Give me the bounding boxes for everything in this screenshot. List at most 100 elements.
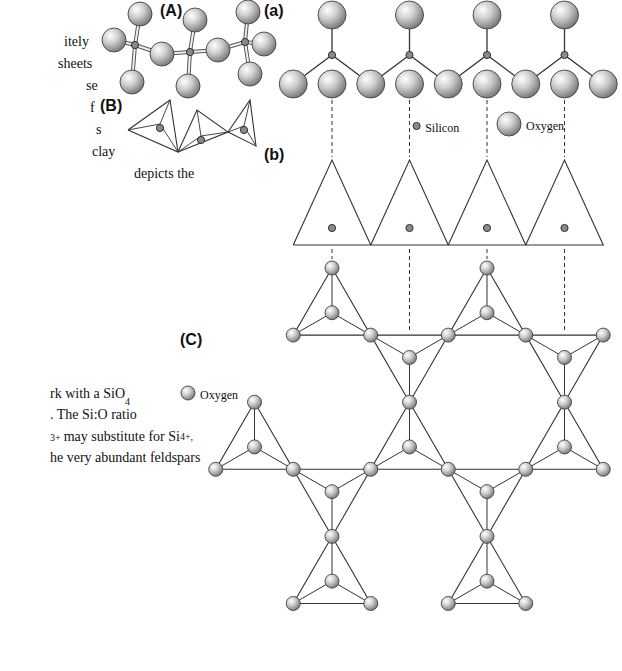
tetrahedron-triangle (293, 469, 371, 536)
body-text-fragment: clay (92, 142, 115, 161)
oxygen-atom (551, 1, 579, 29)
dashed-guide (409, 249, 410, 332)
oxygen-atom (286, 597, 300, 611)
panel-label: (A) (160, 1, 182, 20)
dashed-guide (332, 249, 333, 259)
oxygen-atom (236, 0, 260, 24)
oxygen-atom (183, 8, 207, 32)
apical-oxygen (480, 306, 494, 320)
oxygen-atom (248, 395, 262, 409)
legend-entry: Silicon (412, 118, 446, 136)
tetrahedron-triangle (293, 268, 371, 335)
silicon-atom (561, 224, 568, 231)
oxygen-atom (441, 462, 455, 476)
silicon-atom (406, 51, 413, 58)
superscript: 3+ (50, 427, 61, 445)
oxygen-atom (473, 70, 501, 98)
tetrahedron-edge (244, 100, 250, 126)
oxygen-atom (396, 1, 424, 29)
apical-oxygen (480, 485, 494, 499)
silicon-atom (406, 224, 413, 231)
apical-oxygen (325, 485, 339, 499)
body-text-fragment-text: clay (92, 144, 115, 161)
oxygen-atom (318, 70, 346, 98)
dashed-guide (332, 100, 333, 157)
tetrahedra-side-view (293, 160, 603, 245)
oxygen-atom (279, 70, 307, 98)
chain-side-view (279, 1, 617, 98)
superscript: 4+, (180, 426, 193, 444)
tetrahedron-outline (128, 100, 178, 152)
oxygen-atom (403, 395, 417, 409)
tetrahedron-triangle (448, 268, 526, 335)
oxygen-atom (589, 70, 617, 98)
oxygen-atom (519, 462, 533, 476)
panel-label-text: (b) (264, 145, 284, 164)
oxygen-symbol (497, 112, 521, 136)
body-text-fragment: se (86, 76, 98, 95)
superscript-text: 4+, (180, 431, 193, 443)
body-text-fragment: sheets (58, 54, 92, 73)
oxygen-atom (102, 28, 126, 52)
dashed-guide (564, 100, 565, 157)
apical-oxygen (558, 350, 572, 364)
body-text-fragment-text: may substitute for Si (64, 429, 180, 446)
apical-oxygen (403, 350, 417, 364)
oxygen-atom (252, 32, 276, 56)
body-text-fragment-text: rk with a SiO (50, 386, 125, 403)
panel-label: (a) (264, 1, 284, 20)
body-text-fragment-text: itely (64, 34, 89, 51)
apical-oxygen (325, 574, 339, 588)
body-text-fragment-text: sheets (58, 56, 92, 73)
tetrahedron-triangle (448, 160, 526, 245)
oxygen-atom (318, 1, 346, 29)
panel-label-text: (C) (180, 330, 202, 349)
silicon-atom (328, 224, 335, 231)
oxygen-atom (286, 328, 300, 342)
oxygen-atom (480, 529, 494, 543)
tetrahedron-triangle (526, 160, 604, 245)
oxygen-atom (364, 328, 378, 342)
oxygen-atom (176, 74, 200, 98)
tetrahedron-triangle (216, 402, 294, 469)
oxygen-atom (551, 70, 579, 98)
tetrahedron-triangle (371, 402, 449, 469)
superscript-text: 3+ (50, 432, 61, 444)
panel-label: (b) (264, 145, 284, 164)
panel-label-text: (A) (160, 1, 182, 20)
polyhedral-chain (128, 100, 256, 152)
legend-entry: Oxygen (180, 385, 218, 403)
oxygen-atom (396, 70, 424, 98)
silicon-atom (241, 38, 248, 45)
apical-oxygen (480, 574, 494, 588)
silicon-symbol (413, 122, 420, 129)
silicon-atom (240, 126, 247, 133)
oxygen-atom (364, 462, 378, 476)
silicon-atom (186, 48, 193, 55)
body-text-fragment: may substitute for Si (64, 427, 180, 446)
oxygen-atom (512, 70, 540, 98)
silicon-atom (328, 51, 335, 58)
tetrahedron-triangle (526, 402, 604, 469)
tetrahedron-triangle (293, 160, 371, 245)
body-text-fragment-text: . The Si:O ratio (50, 407, 137, 424)
oxygen-atom (238, 62, 262, 86)
body-text-fragment: he very abundant feldspars (50, 448, 200, 467)
body-text-fragment-text: se (86, 78, 98, 95)
silicon-atom (131, 41, 138, 48)
tetrahedron-triangle (371, 160, 449, 245)
tetrahedron-edge (128, 124, 160, 130)
panel-label-text: (a) (264, 1, 284, 20)
legend-entry: Oxygen (496, 116, 534, 134)
body-text-fragment: f (90, 98, 95, 117)
legend-text: Silicon (425, 121, 459, 135)
oxygen-atom (434, 70, 462, 98)
dashed-guide (564, 249, 565, 332)
oxygen-atom (286, 462, 300, 476)
tetrahedron-edge (201, 132, 228, 136)
silicon-atom (197, 136, 204, 143)
body-text-fragment-text: f (90, 100, 95, 117)
apical-oxygen (558, 440, 572, 454)
oxygen-atom (441, 597, 455, 611)
